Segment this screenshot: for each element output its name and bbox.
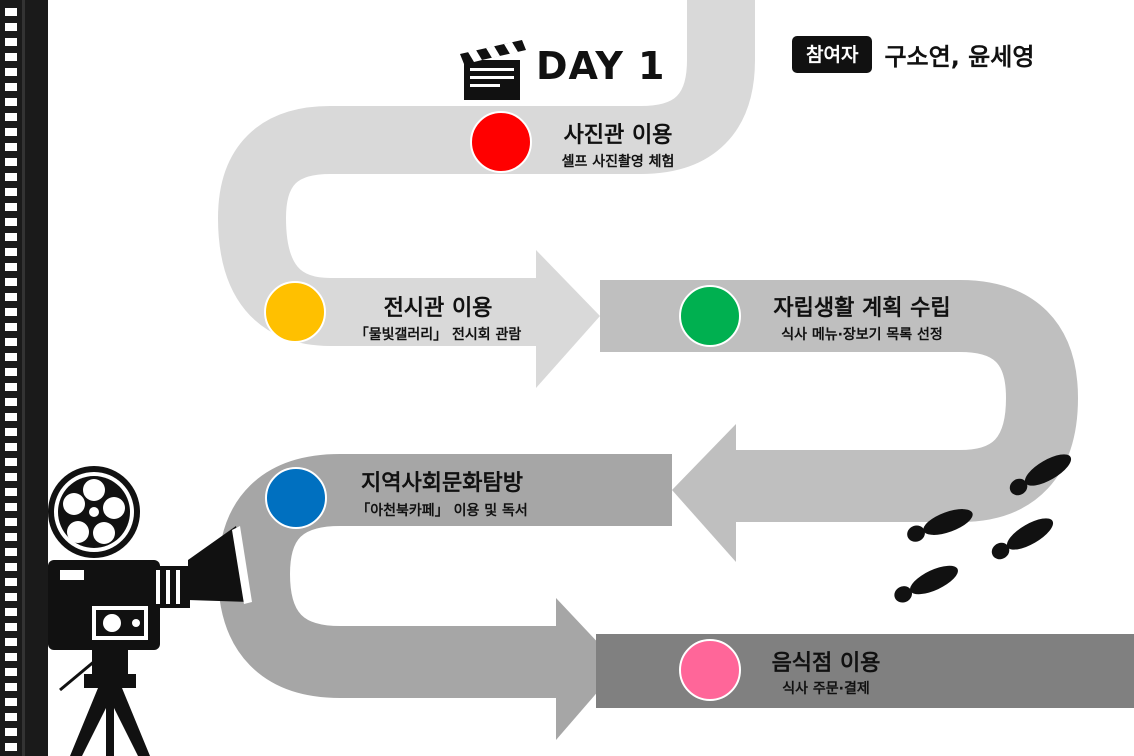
stop-2-title: 전시관 이용	[383, 296, 493, 321]
film-hole	[5, 368, 17, 376]
road-mid-curve	[600, 280, 1078, 522]
film-hole	[5, 443, 17, 451]
stop-3-title: 자립생활 계획 수립	[773, 296, 951, 321]
film-hole	[5, 173, 17, 181]
film-hole	[5, 503, 17, 511]
stop-1-dot	[470, 111, 532, 173]
stop-4-subtitle: 「아천북카페」 이용 및 독서	[356, 503, 528, 519]
film-hole	[5, 668, 17, 676]
participants: 참여자 구소연, 윤세영	[792, 36, 1034, 73]
film-hole	[5, 533, 17, 541]
film-hole	[5, 248, 17, 256]
film-hole	[5, 38, 17, 46]
film-hole	[5, 548, 17, 556]
film-hole	[5, 413, 17, 421]
film-hole	[5, 218, 17, 226]
film-hole	[5, 23, 17, 31]
film-hole	[5, 713, 17, 721]
participants-badge: 참여자	[792, 36, 873, 73]
film-hole	[5, 143, 17, 151]
stop-4-dot	[265, 467, 327, 529]
film-hole	[5, 278, 17, 286]
film-hole	[5, 83, 17, 91]
film-hole	[5, 323, 17, 331]
film-hole	[5, 113, 17, 121]
film-hole	[5, 8, 17, 16]
film-hole	[5, 398, 17, 406]
stop-5-dot	[679, 639, 741, 701]
film-hole	[5, 338, 17, 346]
film-hole	[5, 293, 17, 301]
film-hole	[5, 698, 17, 706]
film-hole	[5, 53, 17, 61]
stop-1-title: 사진관 이용	[563, 123, 673, 148]
film-hole	[5, 458, 17, 466]
stop-5-subtitle: 식사 주문·결제	[782, 681, 870, 697]
film-hole	[5, 578, 17, 586]
stop-5-title: 음식점 이용	[771, 651, 881, 676]
stop-1-subtitle: 셀프 사진촬영 체험	[561, 154, 675, 170]
clapperboard-icon	[460, 40, 526, 100]
film-hole	[5, 188, 17, 196]
film-hole	[5, 263, 17, 271]
film-hole	[5, 683, 17, 691]
road-arrow-2	[672, 424, 736, 562]
road-arrow-1	[536, 250, 600, 388]
film-hole	[5, 158, 17, 166]
film-hole	[5, 488, 17, 496]
film-hole	[5, 128, 17, 136]
film-hole	[5, 743, 17, 751]
stop-3-dot	[679, 285, 741, 347]
road-segment-2	[600, 280, 1078, 562]
film-hole	[5, 308, 17, 316]
film-camera-icon	[48, 466, 252, 756]
film-hole	[5, 353, 17, 361]
stop-2-subtitle: 「물빛갤러리」 전시회 관람	[354, 327, 522, 343]
stop-4-title: 지역사회문화탐방	[361, 471, 523, 496]
film-hole	[5, 638, 17, 646]
day-title: DAY 1	[536, 44, 666, 88]
road-arrow-3	[556, 598, 620, 740]
footprints-icon	[894, 454, 1072, 603]
film-hole	[5, 608, 17, 616]
film-hole	[5, 473, 17, 481]
participants-names: 구소연, 윤세영	[884, 43, 1035, 71]
stop-3-subtitle: 식사 메뉴·장보기 목록 선정	[781, 327, 943, 343]
film-hole	[5, 383, 17, 391]
stop-2-dot	[264, 281, 326, 343]
film-hole	[5, 653, 17, 661]
film-hole	[5, 428, 17, 436]
film-hole	[5, 563, 17, 571]
film-hole	[5, 98, 17, 106]
film-hole	[5, 68, 17, 76]
film-hole	[5, 623, 17, 631]
film-hole	[5, 203, 17, 211]
film-strip-icon	[0, 0, 48, 756]
film-hole	[5, 233, 17, 241]
film-hole	[5, 728, 17, 736]
film-hole	[5, 518, 17, 526]
film-hole	[5, 593, 17, 601]
